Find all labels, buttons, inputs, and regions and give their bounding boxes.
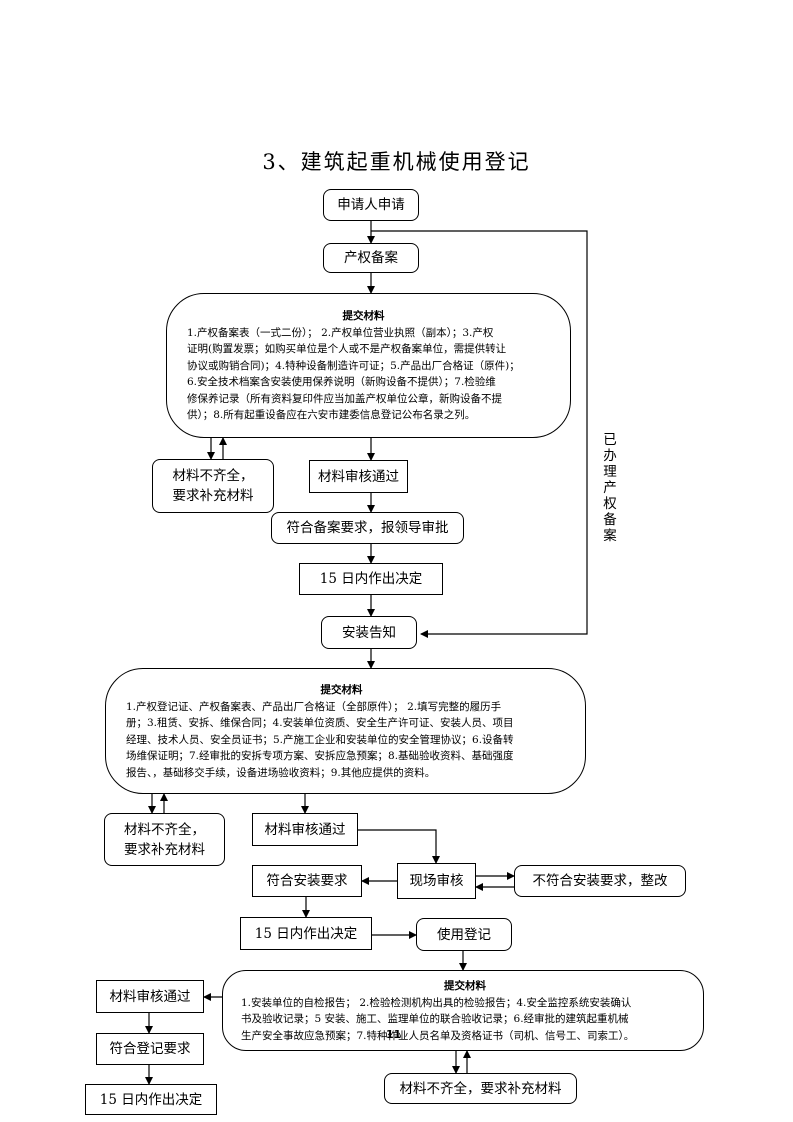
decision-15-days-node-2: 15 日内作出决定 <box>240 917 372 950</box>
materials-line: 1.产权登记证、产权备案表、产品出厂合格证（全部原件）； 2.填写完整的履历手 <box>126 700 502 713</box>
materials-heading: 提交材料 <box>444 980 486 992</box>
materials-list: 1.产权登记证、产权备案表、产品出厂合格证（全部原件）； 2.填写完整的履历手 … <box>126 699 557 782</box>
materials-line: 报告、，基础移交手续，设备进场验收资料；9.其他应提供的资料。 <box>126 766 436 779</box>
install-notice-node: 安装告知 <box>321 616 417 649</box>
materials-heading: 提交材料 <box>342 310 385 322</box>
decision-15-days-node-3: 15 日内作出决定 <box>85 1084 217 1115</box>
meets-register-node: 符合登记要求 <box>96 1033 204 1065</box>
materials-line: 供）；8.所有起重设备应在六安市建委信息登记公布名录之列。 <box>187 409 476 421</box>
materials-line: 场维保证明；7.经审批的安拆专项方案、安拆应急预案；8.基础验收资料、基础强度 <box>126 750 514 762</box>
review-pass-node-3: 材料审核通过 <box>96 980 204 1013</box>
applicant-apply-node: 申请人申请 <box>323 189 419 221</box>
property-record-node: 产权备案 <box>323 243 419 273</box>
materials-box-2: 提交材料 1.产权登记证、产权备案表、产品出厂合格证（全部原件）； 2.填写完整… <box>105 668 586 794</box>
materials-line: 6.安全技术档案含安装使用保养说明（新购设备不提供）；7.检验维 <box>187 376 496 388</box>
page-title: 3、建筑起重机械使用登记 <box>262 150 531 174</box>
site-review-node: 现场审核 <box>397 863 476 899</box>
review-pass-node-1: 材料审核通过 <box>309 460 408 493</box>
materials-line: 1.产权备案表（一式二份）； 2.产权单位营业执照（副本）；3.产权 <box>187 326 494 339</box>
materials-line: 经理、技术人员、安全员证书；5.产施工企业和安装单位的安全管理协议；6.设备转 <box>126 733 514 746</box>
materials-line: 生产安全事故应急预案；7.特种作业人员名单及资格证书（司机、信号工、司索工）。 <box>241 1029 635 1042</box>
materials-line: 修保养记录（所有资料复印件应当加盖产权单位公章，新购设备不提 <box>187 392 502 405</box>
review-pass-node-2: 材料审核通过 <box>252 813 358 846</box>
materials-line: 1.安装单位的自检报告； 2.检验检测机构出具的检验报告；4.安全监控系统安装确… <box>241 996 632 1009</box>
page-number: 11 <box>386 1028 402 1041</box>
materials-heading: 提交材料 <box>320 684 363 696</box>
materials-box-1: 提交材料 1.产权备案表（一式二份）； 2.产权单位营业执照（副本）；3.产权 … <box>166 293 571 438</box>
materials-line: 书及验收记录；5 安装、施工、监理单位的联合验收记录；6.经审批的建筑起重机械 <box>241 1013 629 1025</box>
decision-15-days-node-1: 15 日内作出决定 <box>299 563 443 595</box>
materials-line: 协议或购销合同)；4.特种设备制造许可证；5.产品出厂合格证（原件)； <box>187 359 520 372</box>
materials-list: 1.安装单位的自检报告； 2.检验检测机构出具的检验报告；4.安全监控系统安装确… <box>241 995 689 1045</box>
use-register-node: 使用登记 <box>416 918 512 951</box>
meets-record-node: 符合备案要求，报领导审批 <box>271 512 464 544</box>
side-label-property-recorded: 已办理产权备案 <box>603 432 617 544</box>
materials-line: 册；3.租赁、安拆、维保合同；4.安装单位资质、安全生产许可证、安装人员、项目 <box>126 717 514 729</box>
incomplete-materials-node-1: 材料不齐全，要求补充材料 <box>152 459 274 513</box>
incomplete-materials-node-3: 材料不齐全，要求补充材料 <box>384 1073 577 1104</box>
not-meet-install-node: 不符合安装要求，整改 <box>514 865 686 897</box>
incomplete-materials-node-2: 材料不齐全，要求补充材料 <box>104 813 225 866</box>
materials-list: 1.产权备案表（一式二份）； 2.产权单位营业执照（副本）；3.产权 证明(购置… <box>187 325 540 424</box>
materials-line: 证明(购置发票；如购买单位是个人或不是产权备案单位，需提供转让 <box>187 343 507 355</box>
meets-install-node: 符合安装要求 <box>252 865 362 897</box>
materials-box-3: 提交材料 1.安装单位的自检报告； 2.检验检测机构出具的检验报告；4.安全监控… <box>222 970 704 1051</box>
